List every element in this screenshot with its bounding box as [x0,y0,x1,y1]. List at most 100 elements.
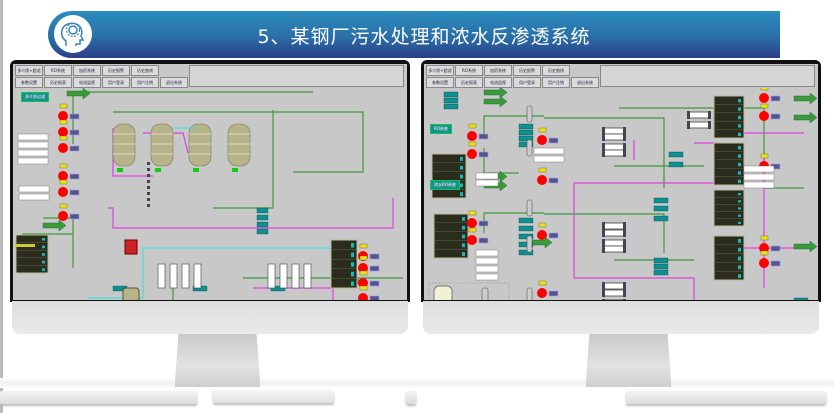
filter-tank[interactable] [188,123,212,167]
pump[interactable] [537,288,547,298]
pump-frequency-box[interactable] [69,173,80,180]
pump-status-badge[interactable] [59,179,68,185]
pump-status-badge[interactable] [468,123,477,129]
pump[interactable] [759,258,769,268]
pump-frequency-box[interactable] [478,220,489,227]
filter-tank[interactable] [150,123,174,167]
pump-frequency-box[interactable] [478,151,489,158]
pump-status-badge[interactable] [59,163,68,169]
pump[interactable] [759,93,769,103]
pump-status-badge[interactable] [538,280,547,286]
pump-frequency-box[interactable] [69,129,80,136]
tab-dosing[interactable]: 加药系统 [73,65,101,76]
tab-multimedia-uf[interactable]: 多介质+超滤 [15,65,43,76]
tab-trend-history[interactable]: 历史曲线 [542,65,570,76]
pump[interactable] [358,263,368,273]
pump-status-badge[interactable] [359,255,368,261]
pump[interactable] [58,143,68,153]
pump[interactable] [58,211,68,221]
pump[interactable] [358,278,368,288]
tab-trend-history[interactable]: 历史曲线 [131,65,159,76]
chemical-tank[interactable] [433,285,453,300]
value-display [518,249,534,256]
pump-frequency-box[interactable] [770,260,781,267]
tab-current-monitor[interactable]: 电流监视 [73,77,101,88]
pump-frequency-box[interactable] [548,177,559,184]
pump-status-badge[interactable] [468,210,477,216]
tab-logout[interactable]: 用户注销 [542,77,570,88]
tab-exit[interactable]: 退出系统 [571,77,599,88]
pump[interactable] [467,131,477,141]
pump[interactable] [58,111,68,121]
pump[interactable] [358,293,368,300]
tab-reports[interactable]: 历史报表 [44,77,72,88]
pump[interactable] [537,230,547,240]
pump-frequency-box[interactable] [770,113,781,120]
pump-status-badge[interactable] [760,153,769,159]
tab-logout[interactable]: 用户注销 [131,77,159,88]
tab-alarm-history[interactable]: 历史报警 [102,65,130,76]
tab-current-monitor[interactable]: 电流监视 [484,77,512,88]
tank[interactable] [122,287,140,300]
pump-status-badge[interactable] [468,141,477,147]
pump-frequency-box[interactable] [548,137,559,144]
pump-status-badge[interactable] [359,285,368,291]
pump[interactable] [58,187,68,197]
pump-status-badge[interactable] [538,167,547,173]
tank-status[interactable] [232,168,238,172]
pump[interactable] [467,149,477,159]
pump[interactable] [58,127,68,137]
pump-status-badge[interactable] [760,250,769,256]
pump[interactable] [759,243,769,253]
pump-status-badge[interactable] [468,227,477,233]
filter-tank[interactable] [112,123,136,167]
pump[interactable] [467,218,477,228]
pump-frequency-box[interactable] [770,95,781,102]
pump-frequency-box[interactable] [548,290,559,297]
pump[interactable] [537,135,547,145]
pump-frequency-box[interactable] [369,253,380,260]
pump-frequency-box[interactable] [369,265,380,272]
pump-status-badge[interactable] [760,103,769,109]
tab-alarm-history[interactable]: 历史报警 [513,65,541,76]
pump-frequency-box[interactable] [69,113,80,120]
pump-frequency-box[interactable] [69,213,80,220]
tank-status[interactable] [155,168,161,172]
tab-exit[interactable]: 退出系统 [160,77,188,88]
pump-status-badge[interactable] [59,103,68,109]
filter-tank[interactable] [227,123,251,167]
tab-parameters[interactable]: 参数设置 [426,77,454,88]
pump-frequency-box[interactable] [548,232,559,239]
pump-status-badge[interactable] [359,243,368,249]
tab-dosing[interactable]: 加药系统 [484,65,512,76]
tab-ro-system[interactable]: RO系统 [455,65,483,76]
pump-status-badge[interactable] [538,127,547,133]
pump[interactable] [467,235,477,245]
pump-frequency-box[interactable] [69,189,80,196]
pump-frequency-box[interactable] [478,237,489,244]
tab-login[interactable]: 用户登录 [102,77,130,88]
tab-login[interactable]: 用户登录 [513,77,541,88]
uf-module [267,263,276,289]
pump-status-badge[interactable] [59,119,68,125]
tank-status[interactable] [193,168,199,172]
pump-status-badge[interactable] [760,235,769,241]
pump-frequency-box[interactable] [369,295,380,300]
tank-status[interactable] [117,168,123,172]
pump[interactable] [537,175,547,185]
pump-status-badge[interactable] [538,222,547,228]
pump-frequency-box[interactable] [770,245,781,252]
pump[interactable] [58,171,68,181]
tab-ro-system[interactable]: RO系统 [44,65,72,76]
pump-frequency-box[interactable] [369,280,380,287]
pump-status-badge[interactable] [59,135,68,141]
pump[interactable] [759,111,769,121]
pump-status-badge[interactable] [760,88,769,91]
tab-multimedia-uf[interactable]: 多介质+超滤 [426,65,454,76]
tab-parameters[interactable]: 参数设置 [15,77,43,88]
tab-reports[interactable]: 历史报表 [455,77,483,88]
pump-frequency-box[interactable] [69,145,80,152]
pump-frequency-box[interactable] [478,133,489,140]
pump-status-badge[interactable] [59,203,68,209]
pump-status-badge[interactable] [359,270,368,276]
